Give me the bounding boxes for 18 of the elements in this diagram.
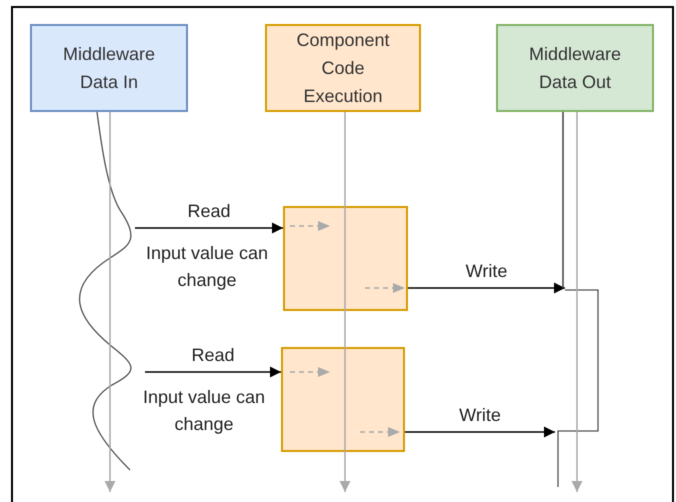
lifeline-header-box	[265, 24, 421, 112]
message-arrow	[145, 366, 281, 378]
activation-box	[283, 206, 408, 311]
message-arrow	[135, 222, 283, 234]
message-arrow	[405, 426, 555, 438]
lifeline-arrow	[340, 112, 350, 492]
node-label: Middleware Data Out	[528, 43, 622, 94]
lifeline-header-box	[30, 24, 188, 112]
note-text: Input value can change	[144, 242, 270, 292]
activation-box	[281, 347, 405, 452]
node-label: Component Code Execution	[295, 29, 391, 108]
message-arrow	[408, 282, 565, 294]
lifeline-arrow	[104, 112, 116, 492]
connector-line	[562, 112, 564, 288]
lifeline-arrow	[572, 112, 582, 492]
lifeline-header-box	[496, 24, 654, 112]
node-label: Middleware Data In	[62, 43, 156, 94]
note-text: Input value can change	[142, 386, 266, 436]
